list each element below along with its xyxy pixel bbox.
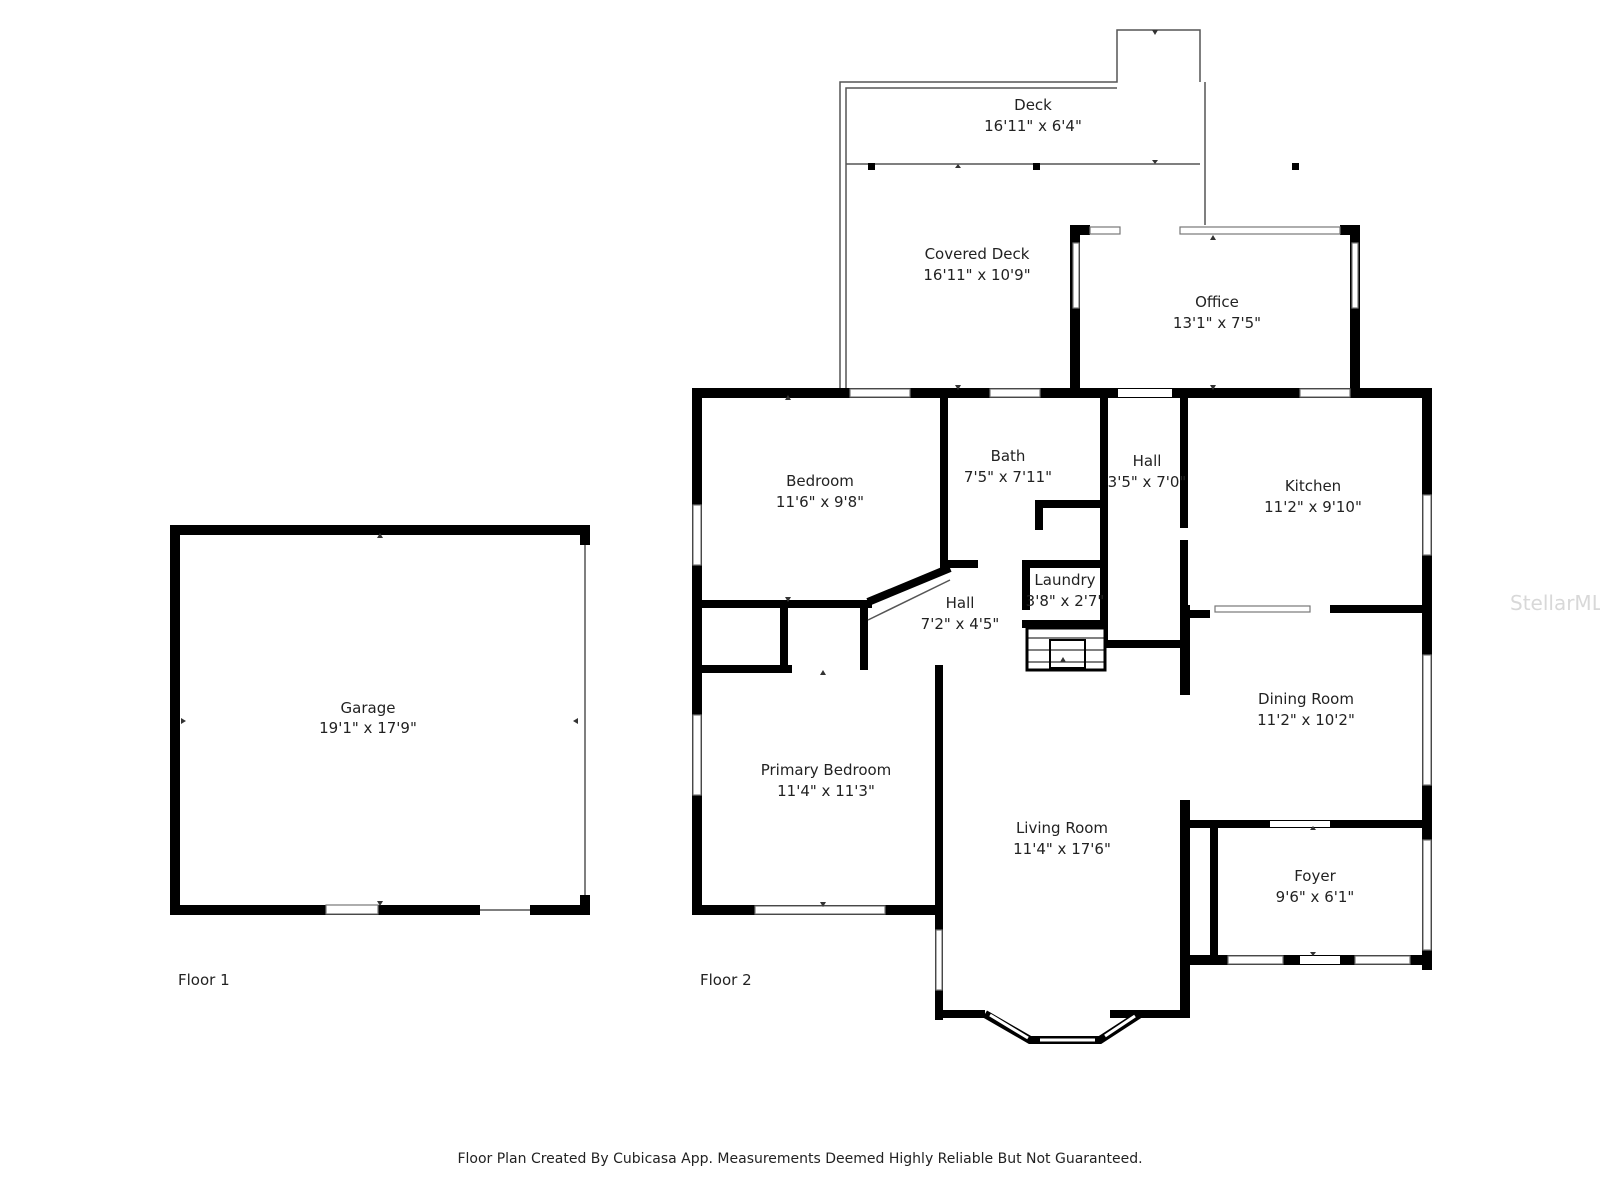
room-name: Bath bbox=[991, 447, 1026, 465]
room-kitchen: Kitchen 11'2" x 9'10" bbox=[1264, 477, 1362, 516]
room-dims: 7'2" x 4'5" bbox=[921, 615, 1000, 633]
room-dims: 13'1" x 7'5" bbox=[1173, 314, 1261, 332]
dimension-markers bbox=[181, 30, 1316, 956]
room-dims: 16'11" x 6'4" bbox=[984, 117, 1082, 135]
room-garage: Garage 19'1" x 17'9" bbox=[319, 699, 417, 737]
room-dims: 3'5" x 7'0" bbox=[1108, 473, 1187, 491]
room-bedroom: Bedroom 11'6" x 9'8" bbox=[776, 472, 864, 511]
room-deck: Deck 16'11" x 6'4" bbox=[984, 96, 1082, 135]
room-hall-lower: Hall 7'2" x 4'5" bbox=[921, 594, 1000, 633]
room-dims: 3'8" x 2'7" bbox=[1026, 592, 1105, 610]
room-name: Laundry bbox=[1034, 571, 1095, 589]
room-name: Kitchen bbox=[1285, 477, 1341, 495]
room-name: Hall bbox=[946, 594, 975, 612]
room-covered-deck: Covered Deck 16'11" x 10'9" bbox=[923, 245, 1030, 284]
room-dims: 9'6" x 6'1" bbox=[1276, 888, 1355, 906]
house-walls bbox=[692, 225, 1432, 1044]
room-name: Living Room bbox=[1016, 819, 1108, 837]
room-name: Hall bbox=[1133, 452, 1162, 470]
deck-outline bbox=[839, 29, 1299, 390]
room-dims: 11'6" x 9'8" bbox=[776, 493, 864, 511]
room-name: Garage bbox=[341, 699, 396, 717]
footer-disclaimer: Floor Plan Created By Cubicasa App. Meas… bbox=[457, 1151, 1143, 1167]
room-foyer: Foyer 9'6" x 6'1" bbox=[1276, 867, 1355, 906]
room-dims: 11'4" x 17'6" bbox=[1013, 840, 1111, 858]
room-dims: 11'2" x 10'2" bbox=[1257, 711, 1355, 729]
room-dims: 19'1" x 17'9" bbox=[319, 719, 417, 737]
room-name: Primary Bedroom bbox=[761, 761, 892, 779]
watermark-logo: StellarMLS bbox=[1510, 591, 1600, 615]
room-name: Covered Deck bbox=[925, 245, 1030, 263]
room-name: Office bbox=[1195, 293, 1239, 311]
room-living-room: Living Room 11'4" x 17'6" bbox=[1013, 819, 1111, 858]
floor-2-label: Floor 2 bbox=[700, 971, 752, 989]
floor-1-label: Floor 1 bbox=[178, 971, 230, 989]
room-name: Dining Room bbox=[1258, 690, 1354, 708]
room-dining-room: Dining Room 11'2" x 10'2" bbox=[1257, 690, 1355, 729]
room-hall-upper: Hall 3'5" x 7'0" bbox=[1108, 452, 1187, 491]
room-primary-bedroom: Primary Bedroom 11'4" x 11'3" bbox=[761, 761, 892, 800]
room-name: Foyer bbox=[1294, 867, 1336, 885]
room-bath: Bath 7'5" x 7'11" bbox=[964, 447, 1052, 486]
room-office: Office 13'1" x 7'5" bbox=[1173, 293, 1261, 332]
room-dims: 11'2" x 9'10" bbox=[1264, 498, 1362, 516]
room-name: Deck bbox=[1014, 96, 1052, 114]
room-dims: 11'4" x 11'3" bbox=[777, 782, 875, 800]
room-name: Bedroom bbox=[786, 472, 854, 490]
garage-walls bbox=[170, 525, 590, 915]
room-dims: 7'5" x 7'11" bbox=[964, 468, 1052, 486]
room-laundry: Laundry 3'8" x 2'7" bbox=[1026, 571, 1105, 610]
room-dims: 16'11" x 10'9" bbox=[923, 266, 1030, 284]
